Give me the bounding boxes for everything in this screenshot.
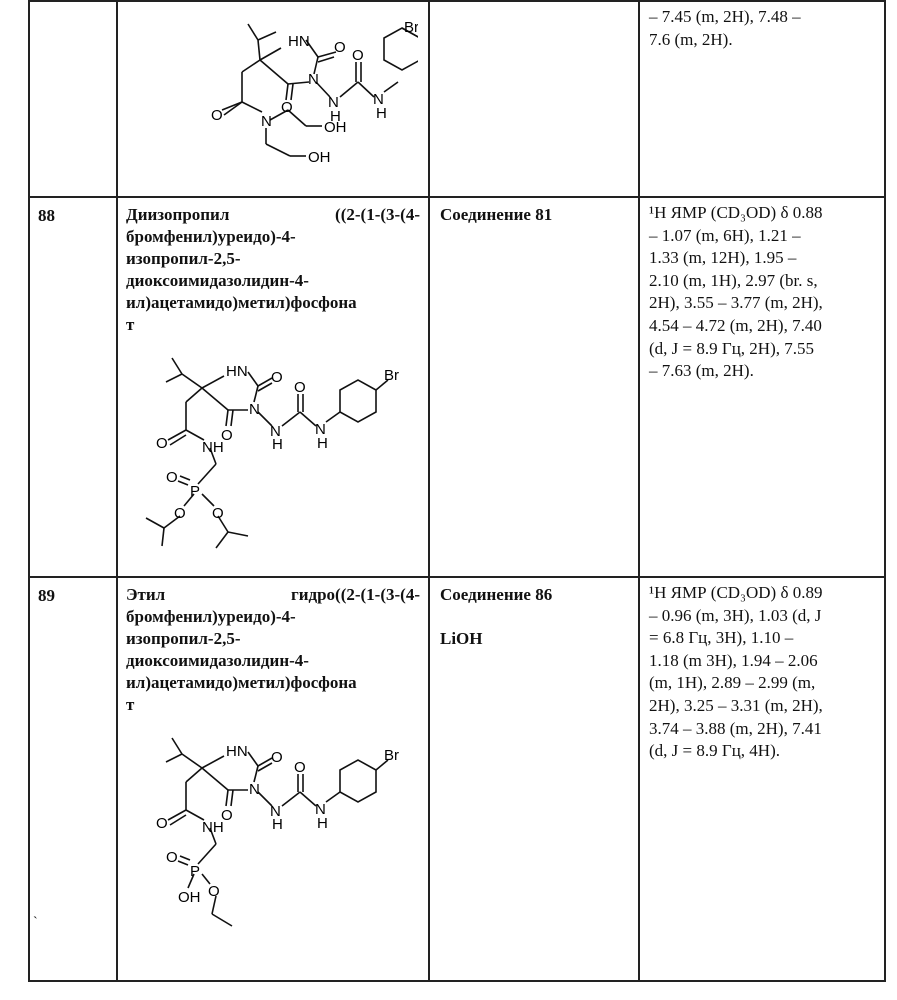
nmr-line: 2H), 3.55 – 3.77 (m, 2H), [649, 292, 876, 315]
svg-text:Br: Br [404, 19, 418, 36]
svg-text:H: H [272, 436, 283, 453]
svg-text:NH: NH [202, 439, 224, 456]
nmr-line: (d, J = 8.9 Гц, 4H). [649, 740, 876, 763]
compound-name-cell: Диизопропил((2-(1-(3-(4- бромфенил)уреид… [117, 197, 429, 577]
compound-number-cell [29, 1, 117, 197]
svg-text:O: O [334, 39, 346, 56]
svg-text:N: N [308, 71, 319, 88]
nmr-line: ¹H ЯМР (CD₃OD) δ 0.88 [649, 202, 876, 225]
svg-text:O: O [294, 759, 306, 776]
reagent: Соединение 86 [440, 584, 638, 606]
svg-text:O: O [294, 379, 306, 396]
nmr-line: ¹H ЯМР (CD₃OD) δ 0.89 [649, 582, 876, 605]
svg-text:O: O [271, 749, 283, 766]
reagents-cell [429, 1, 639, 197]
nmr-line: 4.54 – 4.72 (m, 2H), 7.40 [649, 315, 876, 338]
table-row: 88 Диизопропил((2-(1-(3-(4- бромфенил)ур… [29, 197, 885, 577]
compound-number-cell: 89 [29, 577, 117, 981]
table-row: HN O N O N H O N H Br O N OH OH – 7.45 (… [29, 1, 885, 197]
nmr-line: 1.33 (m, 12H), 1.95 – [649, 247, 876, 270]
svg-text:H: H [272, 816, 283, 833]
compound-number-cell: 88 [29, 197, 117, 577]
svg-text:O: O [174, 505, 186, 522]
svg-text:O: O [166, 469, 178, 486]
margin-mark: ` [33, 915, 38, 931]
svg-text:O: O [281, 99, 293, 116]
svg-text:HN: HN [288, 33, 310, 50]
reagent: Соединение 81 [440, 204, 638, 226]
compound-name: Диизопропил((2-(1-(3-(4- бромфенил)уреид… [118, 198, 428, 336]
svg-text:NH: NH [202, 819, 224, 836]
svg-text:Br: Br [384, 747, 399, 764]
nmr-line: 2H), 3.25 – 3.31 (m, 2H), [649, 695, 876, 718]
nmr-line: – 7.45 (m, 2H), 7.48 – [649, 6, 876, 29]
structure-ethyl-hydrophosphonate: HN O N O N H O N H Br O NH O P O OH [118, 716, 418, 946]
svg-text:P: P [190, 483, 200, 500]
svg-text:O: O [166, 849, 178, 866]
nmr-line: 1.18 (m 3H), 1.94 – 2.06 [649, 650, 876, 673]
nmr-line: – 7.63 (m, 2H). [649, 360, 876, 383]
compound-name: Этилгидро((2-(1-(3-(4- бромфенил)уреидо)… [118, 578, 428, 716]
svg-text:OH: OH [308, 149, 331, 166]
svg-text:O: O [352, 47, 364, 64]
compound-name-cell: Этилгидро((2-(1-(3-(4- бромфенил)уреидо)… [117, 577, 429, 981]
svg-text:P: P [190, 863, 200, 880]
nmr-cell: – 7.45 (m, 2H), 7.48 – 7.6 (m, 2H). [639, 1, 885, 197]
svg-text:HN: HN [226, 743, 248, 760]
svg-text:H: H [317, 435, 328, 452]
reagents-cell: Соединение 86 LiOH [429, 577, 639, 981]
svg-text:H: H [317, 815, 328, 832]
svg-text:N: N [249, 401, 260, 418]
nmr-line: – 0.96 (m, 3H), 1.03 (d, J [649, 605, 876, 628]
svg-text:O: O [211, 107, 223, 124]
svg-text:H: H [376, 105, 387, 122]
reagents-cell: Соединение 81 [429, 197, 639, 577]
nmr-line: 2.10 (m, 1H), 2.97 (br. s, [649, 270, 876, 293]
table-row: 89 Этилгидро((2-(1-(3-(4- бромфенил)уреи… [29, 577, 885, 981]
svg-text:O: O [271, 369, 283, 386]
nmr-cell: ¹H ЯМР (CD₃OD) δ 0.89 – 0.96 (m, 3H), 1.… [639, 577, 885, 981]
svg-text:N: N [249, 781, 260, 798]
structure-diisopropyl-phosphonate: HN O N O N H O N H Br O NH O P O O [118, 336, 418, 566]
svg-text:O: O [208, 883, 220, 900]
nmr-line: 7.6 (m, 2H). [649, 29, 876, 52]
svg-text:HN: HN [226, 363, 248, 380]
svg-text:O: O [156, 435, 168, 452]
svg-text:N: N [261, 113, 272, 130]
nmr-line: 3.74 – 3.88 (m, 2H), 7.41 [649, 718, 876, 741]
compound-table: HN O N O N H O N H Br O N OH OH – 7.45 (… [28, 0, 886, 982]
nmr-line: – 1.07 (m, 6H), 1.21 – [649, 225, 876, 248]
nmr-line: (m, 1H), 2.89 – 2.99 (m, [649, 672, 876, 695]
nmr-line: (d, J = 8.9 Гц, 2H), 7.55 [649, 338, 876, 361]
svg-text:O: O [156, 815, 168, 832]
nmr-line: = 6.8 Гц, 3H), 1.10 – [649, 627, 876, 650]
svg-text:OH: OH [178, 889, 201, 906]
reagent: LiOH [440, 628, 638, 650]
svg-text:Br: Br [384, 367, 399, 384]
compound-name-cell: HN O N O N H O N H Br O N OH OH [117, 1, 429, 197]
svg-text:O: O [212, 505, 224, 522]
svg-text:OH: OH [324, 119, 347, 136]
nmr-cell: ¹H ЯМР (CD₃OD) δ 0.88 – 1.07 (m, 6H), 1.… [639, 197, 885, 577]
structure-diethanolamide: HN O N O N H O N H Br O N OH OH [118, 2, 418, 192]
